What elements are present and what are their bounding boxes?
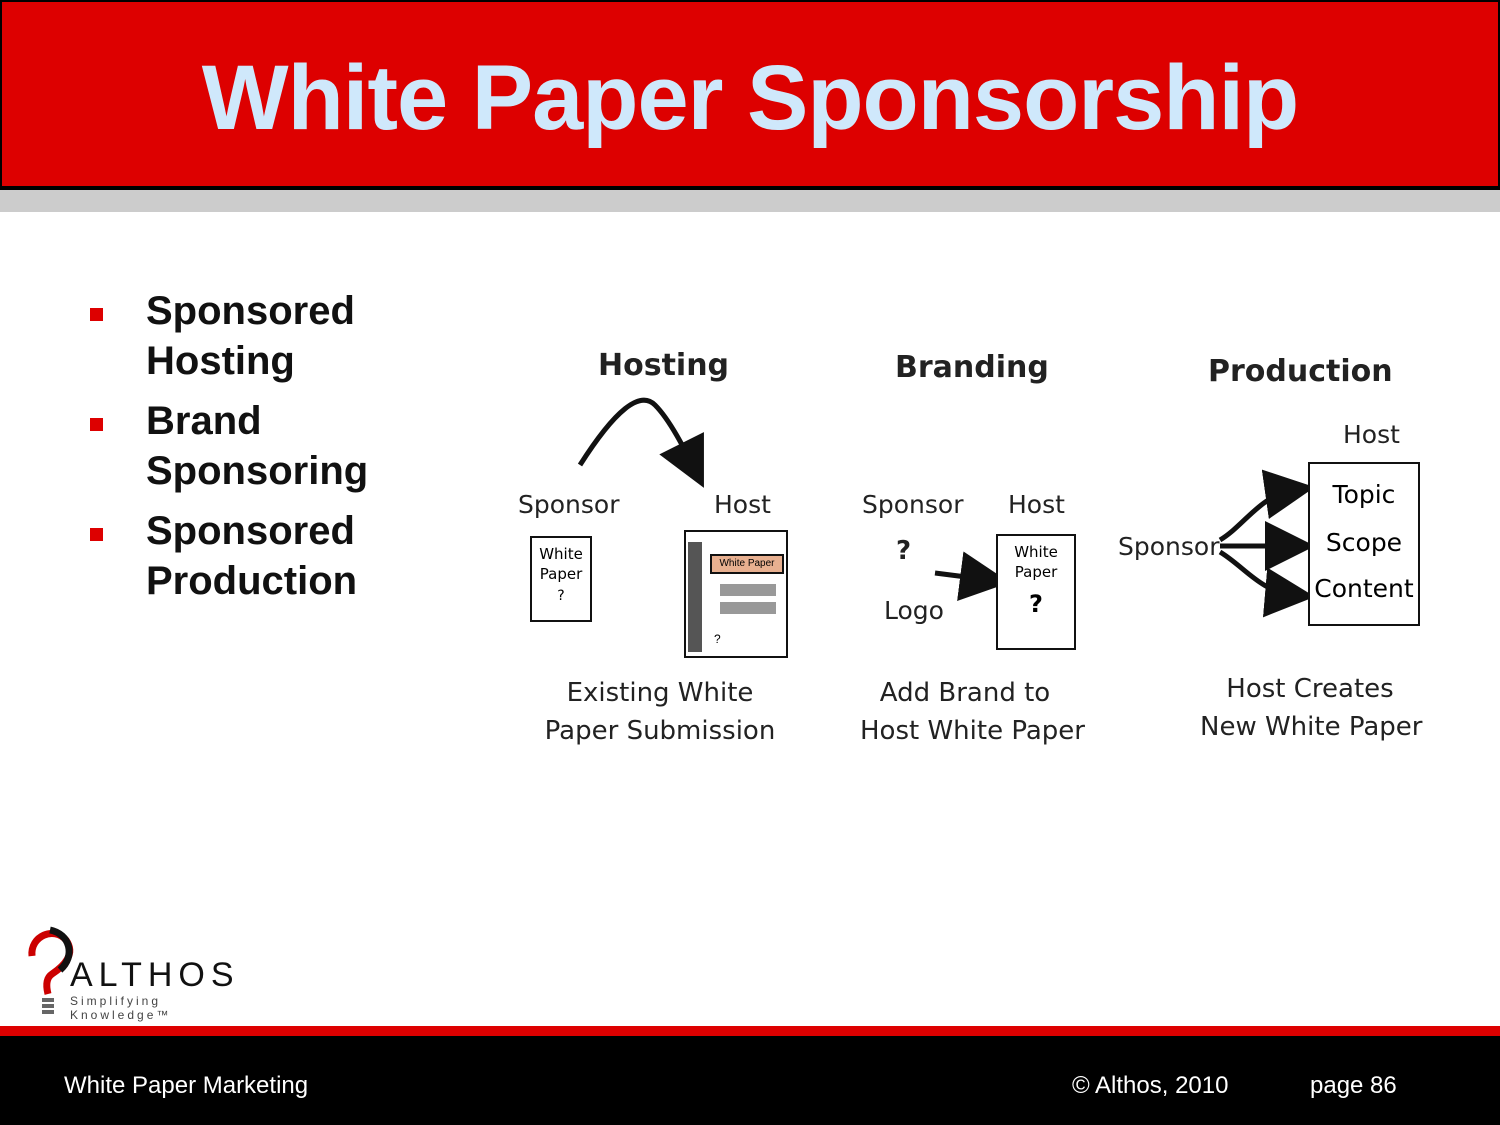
hosting-sponsor-document: White Paper ? (530, 536, 592, 622)
sponsorship-diagram: Hosting Sponsor Host White Paper ? White… (500, 330, 1440, 770)
scrollbar-graphic (688, 542, 702, 652)
hosting-host-webpage: White Paper ? (684, 530, 788, 658)
footer-red-stripe (0, 1026, 1500, 1036)
production-sponsor-label: Sponsor (1118, 532, 1220, 561)
branding-heading: Branding (895, 350, 1049, 385)
hosting-arrow (577, 397, 704, 488)
bullet-item: Brand Sponsoring (86, 396, 368, 496)
althos-logo: ALTHOS Simplifying Knowledge™ (24, 926, 264, 1022)
footer-copyright: © Althos, 2010 (1072, 1072, 1229, 1099)
diagram-arrows (577, 397, 1315, 618)
production-item: Topic (1332, 480, 1396, 509)
hosting-host-label: Host (714, 490, 771, 519)
doc-line: White (539, 545, 583, 563)
production-item: Content (1314, 574, 1414, 603)
production-heading: Production (1208, 354, 1393, 389)
doc-line: White (1014, 543, 1058, 561)
caption-line: Existing White (566, 678, 754, 708)
caption-line: Host White Paper (860, 716, 1085, 746)
footer-page-number: page 86 (1310, 1072, 1397, 1099)
caption-line: Add Brand to (879, 678, 1051, 708)
production-host-label: Host (1343, 420, 1400, 449)
bullet-line: Sponsored (146, 509, 355, 553)
branding-sponsor-label: Sponsor (862, 490, 964, 519)
production-caption: Host Creates New White Paper (1200, 670, 1423, 746)
caption-line: New White Paper (1200, 712, 1423, 742)
bullet-list: Sponsored Hosting Brand Sponsoring Spons… (86, 286, 368, 616)
footer-title: White Paper Marketing (64, 1072, 309, 1099)
title-shadow (0, 190, 1500, 212)
question-mark-icon: ? (557, 588, 565, 604)
slide-title: White Paper Sponsorship (201, 47, 1299, 149)
title-bar (0, 0, 1500, 190)
branding-host-label: Host (1008, 490, 1065, 519)
doc-line: Paper (1014, 563, 1058, 581)
doc-line: Paper (539, 565, 583, 583)
production-arrow-bottom (1218, 549, 1315, 618)
bullet-square-icon (90, 418, 103, 431)
bullet-line: Sponsored (146, 289, 355, 333)
hosting-caption: Existing White Paper Submission (540, 674, 780, 750)
question-mark-icon: ? (1029, 590, 1043, 618)
bullet-line: Brand (146, 399, 262, 443)
lightbulb-question-icon (28, 926, 74, 1014)
production-arrow-top (1218, 469, 1315, 543)
branding-caption: Add Brand to Host White Paper (860, 674, 1085, 750)
content-placeholder (720, 602, 776, 614)
branding-logo-label: Logo (884, 596, 944, 625)
sponsor-logo-icon: ? (896, 536, 912, 566)
bullet-item: Sponsored Production (86, 506, 368, 606)
bullet-square-icon (90, 528, 103, 541)
caption-line: Paper Submission (544, 716, 776, 746)
hosting-sponsor-label: Sponsor (518, 490, 620, 519)
bullet-line: Production (146, 559, 358, 603)
branding-arrow (934, 551, 1010, 602)
content-placeholder (720, 584, 776, 596)
bullet-item: Sponsored Hosting (86, 286, 368, 386)
white-paper-banner: White Paper (710, 554, 784, 574)
production-host-document: Topic Scope Content (1308, 462, 1420, 626)
branding-host-document: White Paper ? (996, 534, 1076, 650)
production-item: Scope (1325, 528, 1403, 557)
bullet-square-icon (90, 308, 103, 321)
logo-name: ALTHOS (70, 956, 240, 994)
caption-line: Host Creates (1226, 674, 1394, 704)
hosting-heading: Hosting (598, 348, 730, 383)
footer: White Paper Marketing © Althos, 2010 pag… (0, 1036, 1500, 1125)
bullet-line: Hosting (146, 339, 295, 383)
logo-tagline: Simplifying Knowledge™ (70, 994, 172, 1022)
question-mark-icon: ? (714, 632, 721, 646)
bullet-line: Sponsoring (146, 449, 369, 493)
